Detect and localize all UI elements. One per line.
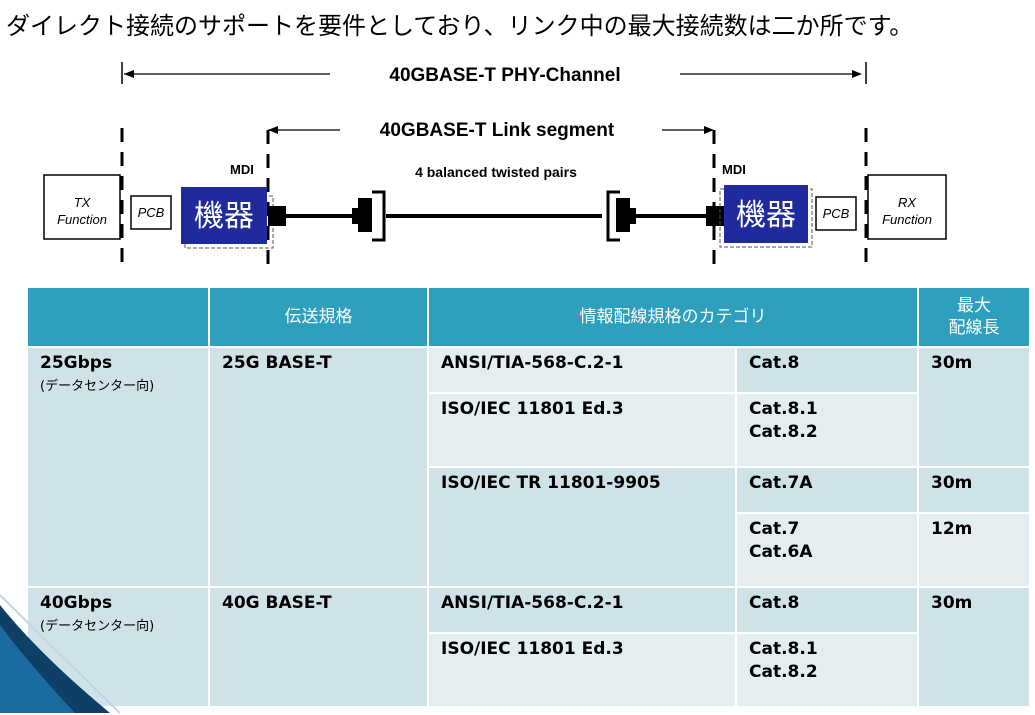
phy-channel-label: 40GBASE-T PHY-Channel	[389, 65, 620, 86]
category-cell: Cat.8	[735, 346, 919, 394]
pcb-right-box: PCB	[815, 196, 857, 231]
length-cell: 30m	[917, 586, 1031, 708]
svg-text:Function: Function	[882, 212, 932, 227]
slide-heading: ダイレクト接続のサポートを要件としており、リンク中の最大接続数は二か所です。	[6, 12, 914, 40]
phy-channel-arrow	[121, 62, 867, 84]
table-row: ISO/IEC 11801 Ed.3 Cat.8.1 Cat.8.2	[27, 392, 1030, 468]
header-cell-blank	[26, 286, 210, 348]
speed-cell-25g: 25Gbps (データセンター向)	[26, 346, 210, 588]
cable-assembly	[268, 190, 724, 242]
svg-text:TX: TX	[74, 195, 92, 210]
standard-cell-25g: 25G BASE-T	[208, 346, 429, 588]
mdi-left-label: MDI	[230, 162, 254, 177]
rx-function-box: RX Function	[867, 174, 947, 240]
category-cell: Cat.8	[735, 586, 919, 634]
pcb-left-box: PCB	[130, 195, 172, 230]
svg-text:Function: Function	[57, 212, 107, 227]
table-row: 25Gbps (データセンター向) 25G BASE-T ANSI/TIA-56…	[26, 346, 1031, 588]
svg-text:機器: 機器	[194, 199, 254, 234]
svg-text:PCB: PCB	[823, 206, 850, 221]
mdi-right-label: MDI	[722, 162, 746, 177]
spec-cell: ISO/IEC 11801 Ed.3	[427, 392, 737, 468]
svg-text:RX: RX	[898, 195, 917, 210]
table-row: ISO/IEC 11801 Ed.3 Cat.8.1 Cat.8.2	[27, 632, 1030, 708]
tx-function-box: TX Function	[43, 174, 121, 240]
category-cell: Cat.7A	[735, 466, 919, 514]
length-cell: 30m	[917, 346, 1031, 468]
link-segment-label: 40GBASE-T Link segment	[380, 120, 615, 141]
device-left: 機器	[181, 187, 274, 249]
header-cell-max-length: 最大 配線長	[917, 286, 1031, 348]
device-right: 機器	[719, 185, 813, 248]
length-cell: 30m	[917, 466, 1031, 514]
table-row: Cat.7 Cat.6A 12m	[27, 512, 1031, 588]
standard-cell-40g: 40G BASE-T	[208, 586, 429, 708]
category-cell: Cat.7 Cat.6A	[735, 512, 919, 588]
spec-cell: ANSI/TIA-568-C.2-1	[427, 586, 737, 634]
boundary-lines	[120, 128, 868, 272]
table-header-row: 伝送規格 情報配線規格のカテゴリ 最大 配線長	[26, 286, 1031, 348]
corner-decoration	[0, 594, 120, 714]
spec-cell: ANSI/TIA-568-C.2-1	[427, 346, 737, 394]
svg-text:PCB: PCB	[138, 205, 165, 220]
pairs-label: 4 balanced twisted pairs	[415, 164, 577, 180]
header-cell-category: 情報配線規格のカテゴリ	[427, 286, 919, 348]
spec-table: 伝送規格 情報配線規格のカテゴリ 最大 配線長 25Gbps (データセンター向…	[26, 286, 1031, 708]
table-row: 40Gbps (データセンター向) 40G BASE-T ANSI/TIA-56…	[26, 586, 1031, 708]
spec-cell: ISO/IEC 11801 Ed.3	[427, 632, 737, 708]
header-cell-standard: 伝送規格	[208, 286, 429, 348]
length-cell: 12m	[917, 512, 1031, 588]
svg-text:機器: 機器	[736, 198, 796, 233]
spec-cell: ISO/IEC TR 11801-9905	[427, 466, 737, 588]
category-cell: Cat.8.1 Cat.8.2	[735, 632, 919, 708]
channel-diagram: 40GBASE-T PHY-Channel 40GBASE-T Link seg…	[43, 62, 947, 272]
table-row: ISO/IEC TR 11801-9905 Cat.7A 30m	[27, 466, 1031, 588]
category-cell: Cat.8.1 Cat.8.2	[735, 392, 919, 468]
link-segment-arrow	[268, 126, 714, 134]
